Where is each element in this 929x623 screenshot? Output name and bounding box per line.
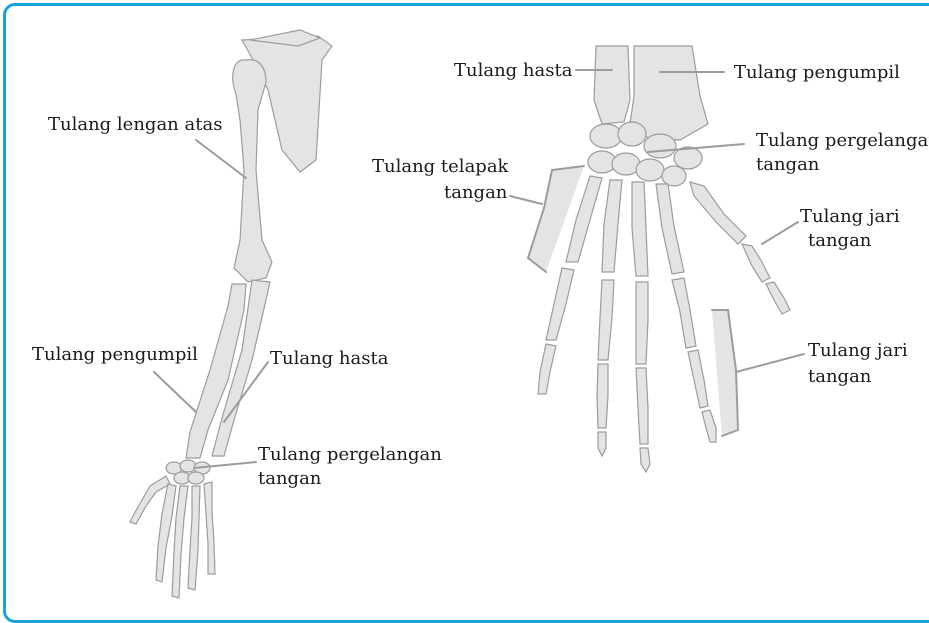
label-hand-wrist-line2: tangan: [756, 154, 819, 176]
leader-thumb-phalanx: [762, 222, 798, 244]
label-hand-wrist-line1: Tulang pergelangan: [756, 130, 929, 152]
label-hand-radius: Tulang pengumpil: [734, 62, 900, 84]
label-arm-wrist-line1: Tulang pergelangan: [258, 444, 442, 466]
label-phalanges-line1: Tulang jari: [808, 340, 908, 362]
humerus-bone: [233, 60, 272, 282]
label-hand-ulna: Tulang hasta: [454, 60, 572, 82]
label-thumb-phalanx-line2: tangan: [808, 230, 871, 252]
label-phalanges-line2: tangan: [808, 366, 871, 388]
label-thumb-phalanx-line1: Tulang jari: [800, 206, 900, 228]
skeleton-illustration: [0, 0, 929, 608]
arm-finger-bones: [130, 476, 215, 598]
hand-metacarpal-bones: [566, 176, 746, 276]
leader-arm-radius: [154, 372, 196, 412]
hand-ulna-bone: [594, 46, 630, 124]
label-arm-ulna: Tulang hasta: [270, 348, 388, 370]
label-arm-wrist-line2: tangan: [258, 468, 321, 490]
label-arm-radius: Tulang pengumpil: [32, 344, 198, 366]
label-metacarpal-line2: tangan: [444, 182, 507, 204]
bracket-phalanges: [712, 310, 738, 436]
arm-carpal-bones: [166, 460, 210, 484]
leader-metacarpal: [510, 196, 542, 204]
label-metacarpal-line1: Tulang telapak: [372, 156, 508, 178]
label-upper-arm: Tulang lengan atas: [48, 114, 222, 136]
leader-phalanges: [736, 354, 804, 372]
leader-upper-arm: [196, 140, 246, 178]
hand-phalanx-bones: [538, 244, 790, 472]
